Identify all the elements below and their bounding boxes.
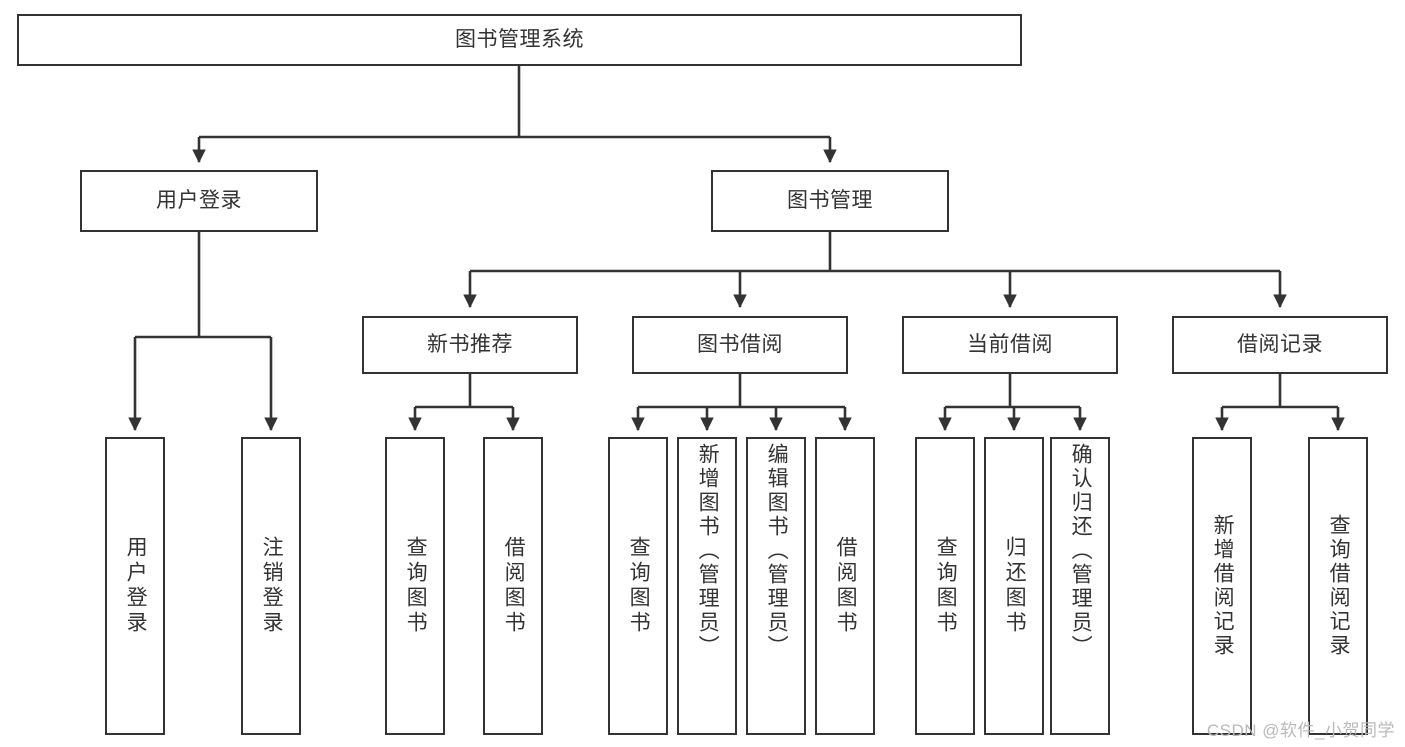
leaf-user-login-label: 用户登录	[124, 536, 148, 636]
leaf-query-book-borrow[interactable]: 查询图书	[608, 437, 668, 735]
node-current-borrow[interactable]: 当前借阅	[902, 316, 1118, 374]
leaf-edit-book-admin-label: 编辑图书（管理员）	[765, 443, 789, 659]
node-root-label: 图书管理系统	[455, 27, 584, 51]
node-user-login-label: 用户登录	[156, 188, 242, 212]
leaf-query-book-new[interactable]: 查询图书	[385, 437, 445, 735]
leaf-query-book-borrow-label: 查询图书	[627, 536, 651, 636]
node-new-book-recommend-label: 新书推荐	[427, 332, 513, 356]
node-root[interactable]: 图书管理系统	[17, 14, 1022, 66]
leaf-confirm-return-admin[interactable]: 确认归还（管理员）	[1050, 437, 1110, 735]
node-book-management[interactable]: 图书管理	[711, 170, 949, 232]
leaf-logout[interactable]: 注销登录	[241, 437, 301, 735]
leaf-query-borrow-record[interactable]: 查询借阅记录	[1308, 437, 1368, 735]
leaf-confirm-return-admin-label: 确认归还（管理员）	[1069, 443, 1093, 659]
leaf-user-login[interactable]: 用户登录	[105, 437, 165, 735]
leaf-borrow-book[interactable]: 借阅图书	[815, 437, 875, 735]
node-book-borrow[interactable]: 图书借阅	[632, 316, 848, 374]
node-user-login[interactable]: 用户登录	[80, 170, 318, 232]
leaf-query-borrow-record-label: 查询借阅记录	[1327, 514, 1351, 658]
leaf-return-book[interactable]: 归还图书	[984, 437, 1044, 735]
leaf-query-book-current-label: 查询图书	[934, 536, 958, 636]
leaf-query-book-new-label: 查询图书	[404, 536, 428, 636]
leaf-add-borrow-record[interactable]: 新增借阅记录	[1192, 437, 1252, 735]
leaf-borrow-book-new[interactable]: 借阅图书	[483, 437, 543, 735]
node-book-borrow-label: 图书借阅	[697, 332, 783, 356]
node-book-management-label: 图书管理	[787, 188, 873, 212]
watermark: CSDN @软件_小贺同学	[1206, 721, 1395, 740]
leaf-borrow-book-new-label: 借阅图书	[502, 536, 526, 636]
node-borrow-record-label: 借阅记录	[1237, 332, 1323, 356]
leaf-add-borrow-record-label: 新增借阅记录	[1211, 514, 1235, 658]
leaf-add-book-admin-label: 新增图书（管理员）	[696, 443, 720, 659]
leaf-add-book-admin[interactable]: 新增图书（管理员）	[677, 437, 737, 735]
leaf-logout-label: 注销登录	[260, 536, 284, 636]
node-new-book-recommend[interactable]: 新书推荐	[362, 316, 578, 374]
node-current-borrow-label: 当前借阅	[967, 332, 1053, 356]
leaf-borrow-book-label: 借阅图书	[834, 536, 858, 636]
node-borrow-record[interactable]: 借阅记录	[1172, 316, 1388, 374]
leaf-return-book-label: 归还图书	[1003, 536, 1027, 636]
leaf-query-book-current[interactable]: 查询图书	[915, 437, 975, 735]
leaf-edit-book-admin[interactable]: 编辑图书（管理员）	[746, 437, 806, 735]
